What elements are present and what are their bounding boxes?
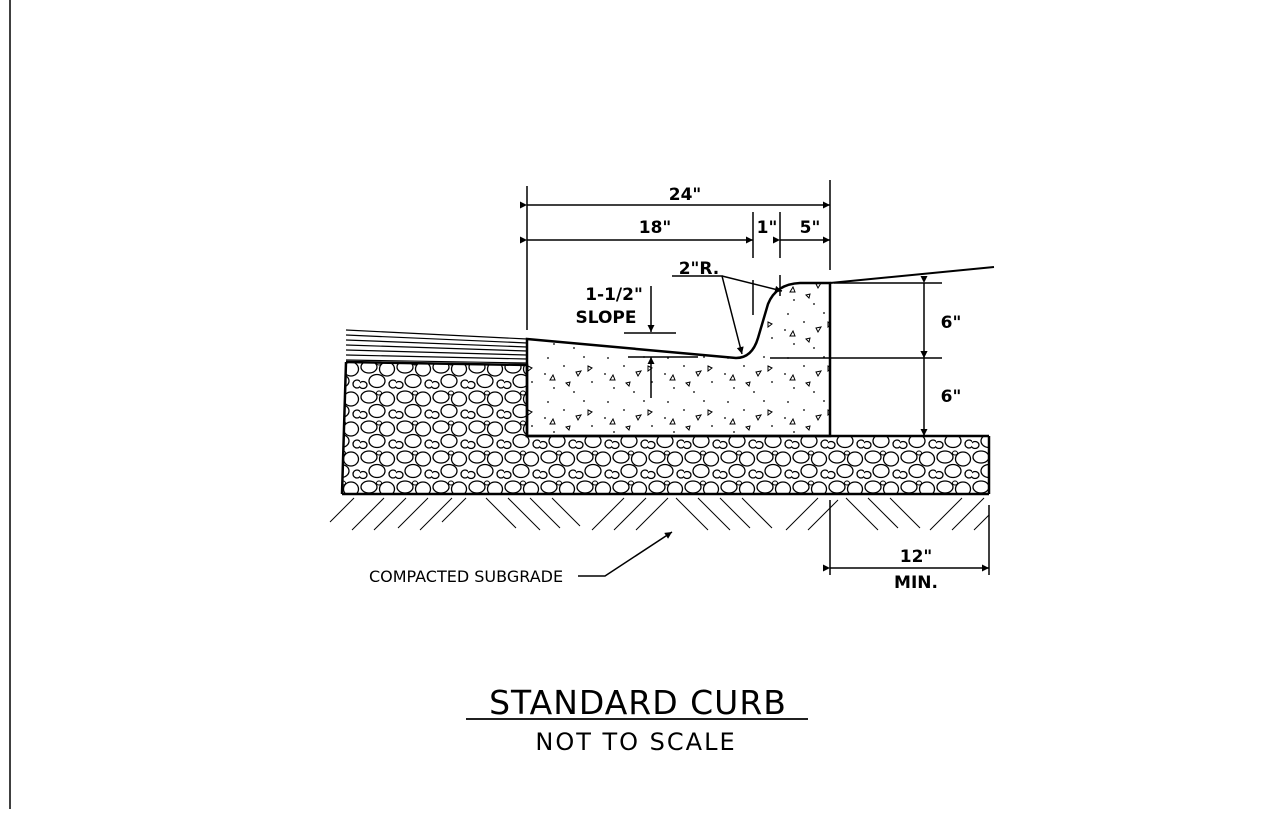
back-grade-line	[829, 266, 995, 284]
concrete-curb-gutter	[525, 281, 832, 438]
dim-lip: 1"	[757, 218, 778, 238]
dim-radius: 2"R.	[679, 259, 720, 279]
dim-base-depth: 6"	[941, 387, 962, 407]
dim-slope-value: 1-1/2"	[585, 285, 643, 305]
subgrade-hatch	[329, 497, 990, 531]
dim-gutter-width: 18"	[639, 218, 672, 238]
asphalt-pavement	[345, 329, 528, 364]
dim-extension: 12"	[900, 547, 933, 567]
dim-curb-height: 6"	[941, 313, 962, 333]
extension-lines	[526, 180, 990, 575]
drawing-title: STANDARD CURB	[489, 683, 787, 722]
dimension-lines	[520, 201, 989, 577]
dim-overall-width: 24"	[669, 185, 702, 205]
dim-curb-top: 5"	[800, 218, 821, 238]
subgrade-label: COMPACTED SUBGRADE	[369, 567, 563, 586]
drawing-subtitle: NOT TO SCALE	[535, 728, 736, 756]
dim-extension-min: MIN.	[894, 573, 938, 593]
dim-slope-label: SLOPE	[576, 308, 637, 328]
dimension-text: 24" 18" 1" 5" 2"R. 1-1/2" SLOPE 6" 6" 12…	[369, 185, 961, 593]
title-block: STANDARD CURB NOT TO SCALE	[466, 683, 808, 756]
